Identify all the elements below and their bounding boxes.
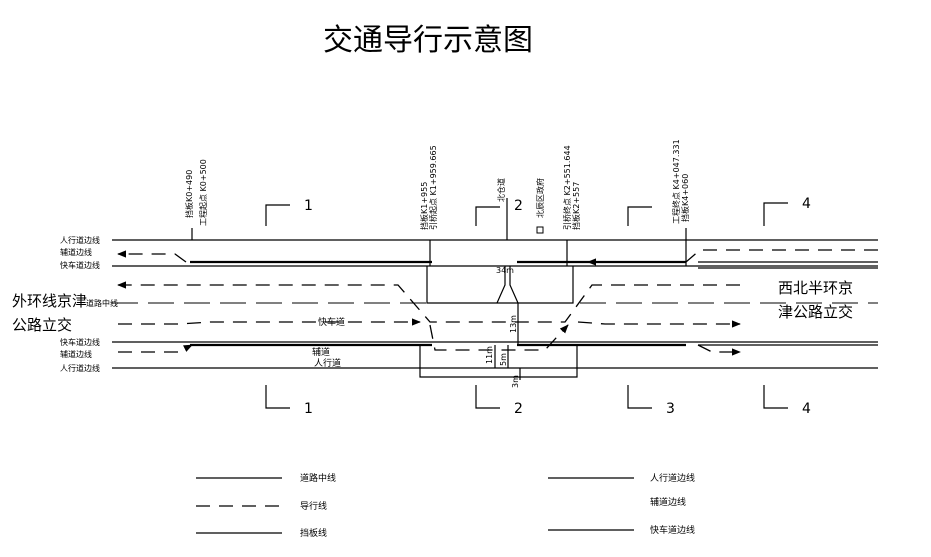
district-gov-marker (536, 226, 544, 234)
section-mark-3-top (627, 206, 652, 226)
guide-line-detour-middle (429, 324, 569, 351)
station-label-bridge-start: 引桥起点 K1+959.665 (428, 145, 438, 230)
legend-label-ped-edge: 人行道边线 (650, 472, 695, 484)
legend-label-aux-edge: 辅道边线 (650, 496, 686, 508)
section-label-4-top: 4 (802, 196, 811, 212)
label-road-center: 道路中线 (86, 298, 118, 308)
label-aux-edge-bottom: 辅道边线 (60, 349, 92, 359)
section-label-2-bottom: 2 (514, 401, 523, 417)
section-mark-1-top (265, 204, 290, 226)
label-fast-lane: 快车道 (318, 316, 345, 328)
right-place-line1: 西北半环京 (778, 279, 853, 297)
right-place-line2: 津公路立交 (778, 303, 853, 321)
dimension-11m: 11m (485, 346, 494, 364)
legend-label-baffle-line: 挡板线 (300, 527, 327, 539)
dimension-3m: 3m (511, 375, 520, 388)
section-mark-4-bottom (763, 385, 788, 409)
dimension-13m: 13m (509, 315, 518, 333)
left-place-line1: 外环线京津 (12, 292, 87, 310)
bridge-taper-right (509, 266, 519, 304)
section-label-2-top: 2 (514, 198, 523, 214)
section-label-1-bottom: 1 (304, 401, 313, 417)
station-label-baffle-k4: 挡板K4+060 (680, 174, 690, 222)
label-ped-lane: 人行道 (314, 357, 341, 369)
legend-label-guide-line: 导行线 (300, 500, 327, 512)
guide-line-westbound-aux (117, 250, 187, 263)
section-mark-4-top (763, 202, 788, 226)
guide-line-eastbound-fast (118, 318, 421, 326)
section-label-1-top: 1 (304, 198, 313, 214)
label-fast-edge-top: 快车道边线 (60, 260, 100, 270)
section-label-4-bottom: 4 (802, 401, 811, 417)
barrier-box-middle (426, 266, 574, 304)
label-fast-edge-bottom: 快车道边线 (60, 337, 100, 347)
section-mark-1-bottom (265, 385, 290, 409)
guide-line-westbound-fast (117, 281, 740, 323)
label-ped-edge-top: 人行道边线 (60, 235, 100, 245)
legend-label-road-center: 道路中线 (300, 472, 336, 484)
barrier-box-bottom (419, 345, 578, 378)
diagram-title: 交通导行示意图 (323, 23, 533, 58)
station-label-end-k4: 工程终点 K4+047.331 (671, 139, 681, 224)
station-label-bridge-end: 引桥终点 K2+551.644 (562, 145, 572, 230)
label-aux-edge-top: 辅道边线 (60, 247, 92, 257)
section-label-3-bottom: 3 (666, 401, 675, 417)
section-mark-3-bottom (627, 385, 652, 409)
label-aux-lane: 辅道 (312, 346, 330, 358)
dimension-5m: 5m (499, 353, 508, 366)
station-label-baffle-k0: 挡板K0+490 (184, 170, 194, 218)
bridge-taper-left (496, 266, 506, 304)
guide-line-eastbound-aux-right (697, 344, 741, 356)
station-label-baffle-k1: 挡板K1+955 (419, 182, 429, 230)
left-place-line2: 公路立交 (12, 316, 72, 334)
label-ped-edge-bottom: 人行道边线 (60, 363, 100, 373)
guide-line-westbound-upper (587, 249, 878, 266)
station-label-district-gov: 北辰区政府 (535, 178, 545, 218)
station-label-baffle-k2: 挡板K2+557 (571, 182, 581, 230)
legend-label-fast-edge: 快车道边线 (650, 524, 695, 536)
guide-line-eastbound-aux (118, 344, 193, 353)
station-label-beicang-road: 北仓道 (496, 178, 506, 202)
section-mark-2-bottom (475, 385, 500, 409)
section-mark-2-top (475, 206, 500, 226)
station-label-start-k0: 工程起点 K0+500 (199, 159, 208, 226)
guide-line-eastbound-fast-right (577, 320, 741, 328)
dimension-34m: 34m (496, 266, 514, 275)
